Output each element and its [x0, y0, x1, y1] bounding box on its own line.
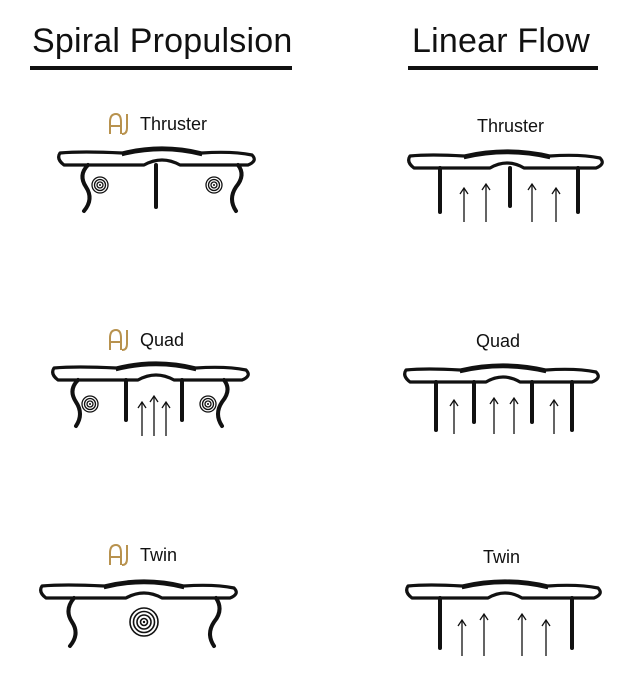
spiral-icon [91, 176, 109, 194]
up-arrow-icon [479, 612, 489, 656]
column-title-linear: Linear Flow [412, 22, 590, 60]
spiral-icon [205, 176, 223, 194]
column-underline-spiral [30, 66, 292, 70]
deck-plate [39, 579, 238, 600]
curved-leg [216, 378, 230, 428]
spiral-icon [199, 395, 217, 413]
label-spiral-quad: Quad [108, 328, 184, 352]
up-arrow-icon [489, 396, 499, 434]
deck-plate [57, 146, 256, 167]
label-linear-twin: Twin [483, 547, 520, 568]
label-text: Twin [483, 547, 521, 567]
label-linear-thruster: Thruster [477, 116, 544, 137]
up-arrow-icon [549, 398, 559, 434]
au-glyph-icon [109, 112, 128, 135]
up-arrow-icon [509, 396, 519, 434]
column-underline-linear [408, 66, 598, 70]
up-arrow-icon [161, 400, 171, 436]
up-arrow-icon [457, 618, 467, 656]
up-arrow-icon [551, 186, 561, 222]
spiral-icon [129, 607, 159, 637]
up-arrow-icon [481, 182, 491, 222]
column-title-spiral: Spiral Propulsion [32, 22, 293, 60]
label-text: Thruster [140, 113, 208, 134]
up-arrow-icon [459, 186, 469, 222]
au-glyph-icon [109, 543, 128, 566]
curved-leg [230, 163, 244, 213]
up-arrow-icon [541, 618, 551, 656]
up-arrow-icon [149, 394, 159, 436]
deck-plate [51, 361, 250, 382]
figure-linear-thruster [407, 149, 604, 222]
deck-plate [405, 579, 602, 600]
spiral-icon [81, 395, 99, 413]
label-spiral-twin: Twin [108, 543, 177, 567]
label-linear-quad: Quad [476, 331, 520, 352]
label-text: Quad [140, 329, 185, 350]
up-arrow-icon [137, 400, 147, 436]
curved-leg [80, 163, 92, 213]
label-text: Quad [476, 331, 521, 351]
label-spiral-thruster: Thruster [108, 112, 207, 136]
figure-linear-quad [403, 363, 600, 434]
deck-plate [407, 149, 604, 170]
label-text: Twin [140, 544, 178, 565]
figure-spiral-thruster [57, 146, 256, 213]
up-arrow-icon [517, 612, 527, 656]
figure-spiral-quad [51, 361, 250, 436]
figure-spiral-twin [39, 579, 238, 648]
up-arrow-icon [527, 182, 537, 222]
curved-leg [208, 596, 222, 648]
curved-leg [66, 596, 78, 648]
label-text: Thruster [477, 116, 545, 136]
au-glyph-icon [109, 328, 128, 351]
curved-leg [70, 378, 82, 428]
figure-linear-twin [405, 579, 602, 656]
up-arrow-icon [449, 398, 459, 434]
deck-plate [403, 363, 600, 384]
